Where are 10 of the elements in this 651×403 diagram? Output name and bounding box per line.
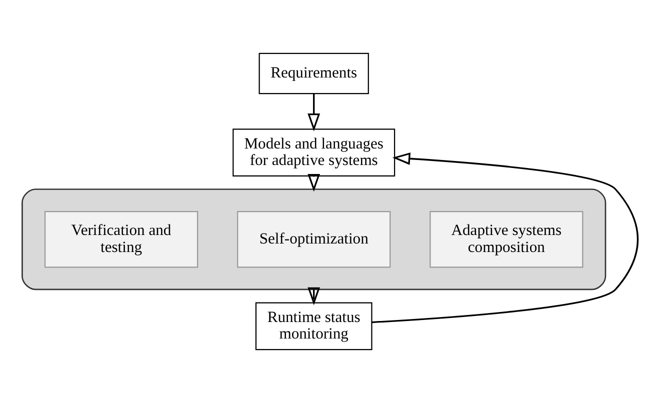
cluster: [22, 188, 606, 290]
arrow: [372, 152, 638, 324]
node-box: Runtime status monitoring: [255, 302, 372, 350]
arrow: [308, 174, 320, 192]
node-box: Adaptive systems composition: [430, 210, 584, 268]
node-box: Requirements: [258, 52, 369, 94]
arrow: [308, 287, 320, 306]
arrow: [308, 94, 320, 132]
node-box: Self-optimization: [237, 210, 391, 268]
node-box: Verification and testing: [44, 210, 198, 268]
